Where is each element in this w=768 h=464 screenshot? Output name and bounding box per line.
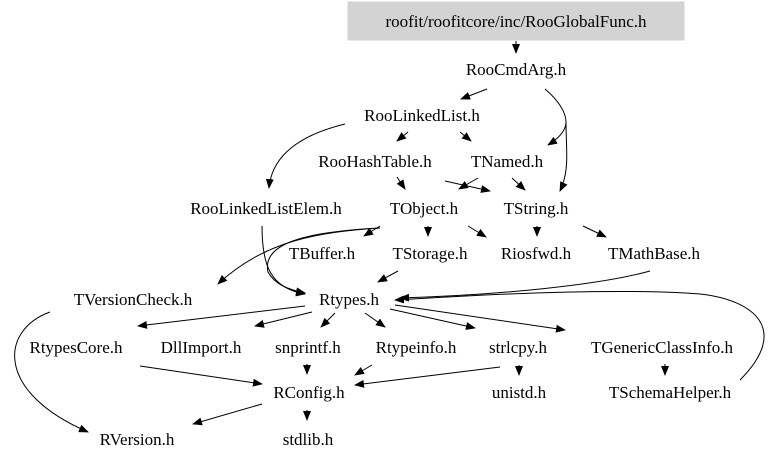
edge-roolinkedlist-tnamed: [459, 131, 472, 142]
edge-roohashtable-tstring: [444, 180, 491, 193]
edge-rtypes-rtypeinfo: [364, 312, 386, 328]
node-root[interactable]: roofit/roofitcore/inc/RooGlobalFunc.h: [385, 12, 647, 31]
node-rconfig[interactable]: RConfig.h: [273, 383, 345, 402]
node-rtypes[interactable]: Rtypes.h: [319, 290, 379, 309]
node-tschemahelper[interactable]: TSchemaHelper.h: [609, 383, 732, 402]
edge-roolinkedlist-roolinkedlistelem: [265, 123, 346, 189]
edge-tnamed-tstring: [511, 177, 526, 191]
edge-rtypes-tgenericclassinfo: [394, 304, 566, 333]
edge-rconfig-rversion: [192, 403, 263, 426]
node-unistd[interactable]: unistd.h: [492, 383, 547, 402]
root-node-box: [347, 1, 685, 41]
edge-rtypes-rtypescore: [137, 305, 306, 329]
node-snprintf[interactable]: snprintf.h: [275, 338, 341, 357]
edge-rtypes-dllimport: [254, 311, 313, 328]
edge-roolinkedlistelem-rtypes: [261, 225, 306, 297]
node-tmathbase[interactable]: TMathBase.h: [608, 244, 701, 263]
node-tgenericclassinfo[interactable]: TGenericClassInfo.h: [591, 338, 734, 357]
edge-roocmdarg-tstring: [559, 121, 568, 192]
node-tnamed[interactable]: TNamed.h: [471, 152, 544, 171]
node-tversioncheck[interactable]: TVersionCheck.h: [74, 290, 193, 309]
edge-roocmdarg-roolinkedlist: [460, 88, 488, 100]
edge-tobject-tbuffer: [363, 225, 381, 237]
node-roolinkedlist[interactable]: RooLinkedList.h: [364, 106, 480, 125]
edge-tstorage-rtypes: [377, 270, 399, 283]
node-stdlib[interactable]: stdlib.h: [283, 430, 334, 449]
node-tbuffer[interactable]: TBuffer.h: [289, 244, 356, 263]
edge-tobject-rtypes: [266, 227, 381, 296]
edge-roohashtable-tobject: [396, 176, 406, 190]
edge-tobject-riosfwd: [467, 225, 487, 238]
node-tstorage[interactable]: TStorage.h: [392, 244, 468, 263]
node-strlcpy[interactable]: strlcpy.h: [489, 338, 547, 357]
node-rtypescore[interactable]: RtypesCore.h: [29, 338, 123, 357]
node-roolinkedlistelem[interactable]: RooLinkedListElem.h: [190, 199, 342, 218]
edge-tmathbase-rtypes: [399, 270, 651, 302]
node-rversion[interactable]: RVersion.h: [100, 430, 175, 449]
edge-tstring-tmathbase: [582, 225, 607, 238]
edge-tschemahelper-rtypes: [394, 291, 765, 381]
edge-strlcpy-rconfig: [354, 366, 501, 388]
node-tobject[interactable]: TObject.h: [390, 199, 459, 218]
edge-rtypescore-rconfig: [139, 365, 263, 387]
node-rtypeinfo[interactable]: Rtypeinfo.h: [376, 338, 457, 357]
edges: [14, 41, 765, 433]
nodes: roofit/roofitcore/inc/RooGlobalFunc.h Ro…: [29, 12, 733, 449]
edge-rtypes-strlcpy: [389, 308, 476, 330]
edge-roocmdarg-tnamed: [544, 88, 567, 146]
node-roohashtable[interactable]: RooHashTable.h: [318, 152, 432, 171]
edge-roolinkedlist-roohashtable: [396, 131, 409, 142]
edge-tversioncheck-rversion: [14, 311, 89, 433]
node-roocmdarg[interactable]: RooCmdArg.h: [466, 60, 567, 79]
node-dllimport[interactable]: DllImport.h: [161, 338, 242, 357]
node-tstring[interactable]: TString.h: [504, 199, 569, 218]
edge-tnamed-tobject: [458, 177, 479, 190]
node-riosfwd[interactable]: Riosfwd.h: [501, 244, 572, 263]
edge-rtypeinfo-rconfig: [354, 364, 373, 376]
edge-rtypes-snprintf: [320, 312, 336, 328]
